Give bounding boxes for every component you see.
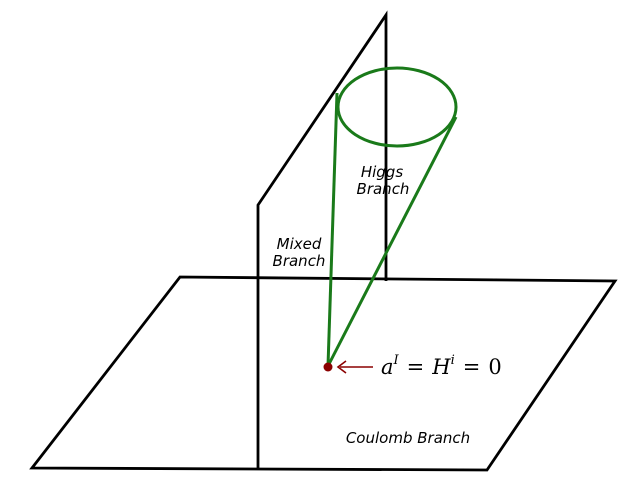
coulomb-branch-plane	[29, 275, 618, 472]
mixed-branch-label-line1: Mixed	[277, 235, 322, 253]
equation-equals-2: =	[463, 355, 481, 379]
equation-a-superscript: I	[393, 353, 400, 368]
equation-zero: 0	[488, 355, 501, 379]
mixed-branch-label-line2: Branch	[273, 252, 326, 270]
higgs-branch-label-line1: Higgs	[361, 163, 403, 181]
higgs-cone-rim	[336, 66, 458, 148]
mixed-branch-plane	[256, 10, 388, 470]
equation-H-superscript: i	[451, 353, 455, 368]
equation-a: a	[381, 355, 394, 379]
higgs-branch-label-line2: Branch	[357, 180, 410, 198]
origin-point	[323, 362, 333, 372]
origin-arrow-head	[336, 360, 347, 374]
higgs-cone-left-edge	[326, 92, 339, 367]
origin-equation: aI=Hi=0	[381, 353, 502, 379]
equation-equals-1: =	[407, 355, 425, 379]
higgs-cone-right-edge	[326, 116, 458, 367]
equation-H: H	[431, 355, 451, 379]
coulomb-branch-label: Coulomb Branch	[346, 429, 470, 447]
